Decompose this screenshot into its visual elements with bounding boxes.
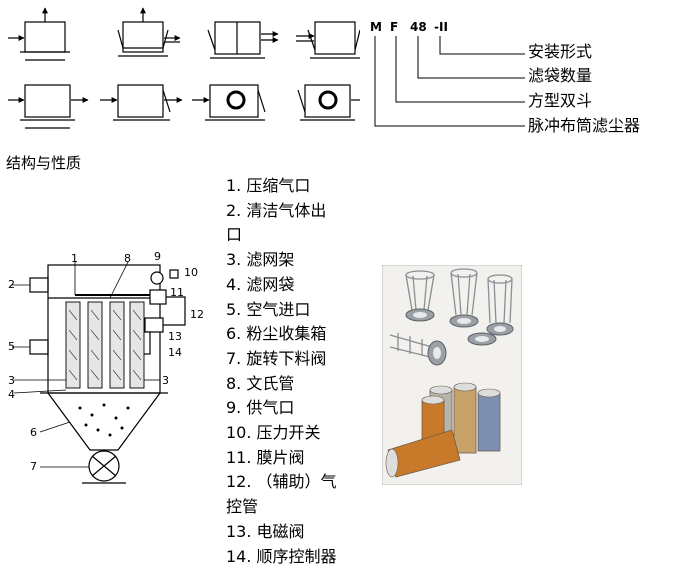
model-code-m: M xyxy=(370,20,382,34)
legend-product-name: 脉冲布筒滤尘器 xyxy=(528,116,641,135)
diagram-label-9: 9 xyxy=(154,250,161,263)
section-title: 结构与性质 xyxy=(6,154,82,172)
part-item: 13. 电磁阀 xyxy=(226,521,305,541)
model-code-leader-lines xyxy=(374,36,525,127)
model-code-number: 48 xyxy=(410,20,427,34)
install-form-icon-7 xyxy=(192,84,266,121)
part-item: 4. 滤网袋 xyxy=(226,274,295,294)
part-item: 14. 顺序控制器 xyxy=(226,546,337,566)
install-form-icon-5 xyxy=(8,84,89,129)
diagram-label-3-right: 3 xyxy=(162,374,169,387)
install-form-icon-4 xyxy=(296,21,360,59)
part-item: 口 xyxy=(226,225,243,245)
filter-cage-and-bag-photo xyxy=(382,265,522,485)
part-item: 7. 旋转下料阀 xyxy=(226,348,327,368)
model-code-f: F xyxy=(390,20,399,34)
part-item: 6. 粉尘收集箱 xyxy=(226,324,327,344)
diagram-label-14: 14 xyxy=(168,346,182,359)
parts-list: 1. 压缩气口 2. 清洁气体出 口 3. 滤网架 4. 滤网袋 5. 空气进口… xyxy=(226,174,337,569)
part-item: 控管 xyxy=(226,497,259,517)
diagram-label-8: 8 xyxy=(124,252,131,265)
diagram-label-2: 2 xyxy=(8,278,15,291)
part-item: 5. 空气进口 xyxy=(226,299,311,319)
diagram-label-13: 13 xyxy=(168,330,182,343)
part-item: 3. 滤网架 xyxy=(226,250,295,270)
diagram-label-6: 6 xyxy=(30,426,37,439)
baghouse-structure-diagram xyxy=(12,261,186,484)
legend-install-form: 安装形式 xyxy=(528,42,593,61)
diagram-label-3-left: 3 xyxy=(8,374,15,387)
part-item: 9. 供气口 xyxy=(226,398,295,418)
install-form-icon-3 xyxy=(207,21,279,59)
part-item: 1. 压缩气口 xyxy=(226,176,311,195)
install-form-icon-1 xyxy=(8,7,70,61)
part-item: 2. 清洁气体出 xyxy=(226,200,327,220)
part-item: 10. 压力开关 xyxy=(226,423,321,443)
diagram-label-12: 12 xyxy=(190,308,204,321)
diagram-label-10: 10 xyxy=(184,266,198,279)
diagram-label-7: 7 xyxy=(30,460,37,473)
diagram-label-11: 11 xyxy=(170,286,184,299)
diagram-label-1: 1 xyxy=(71,252,78,265)
part-item: 11. 膜片阀 xyxy=(226,447,305,467)
model-code-suffix: -II xyxy=(434,20,448,34)
legend-bag-count: 滤袋数量 xyxy=(528,66,593,85)
legend-hopper-type: 方型双斗 xyxy=(528,91,593,110)
installation-forms-diagram xyxy=(8,7,360,129)
install-form-icon-8 xyxy=(297,84,360,121)
diagram-label-5: 5 xyxy=(8,340,15,353)
part-item: 8. 文氏管 xyxy=(226,373,295,393)
part-item: 12. （辅助）气 xyxy=(226,472,337,492)
diagram-label-4: 4 xyxy=(8,388,15,401)
install-form-icon-6 xyxy=(100,84,183,121)
install-form-icon-2 xyxy=(117,7,181,57)
